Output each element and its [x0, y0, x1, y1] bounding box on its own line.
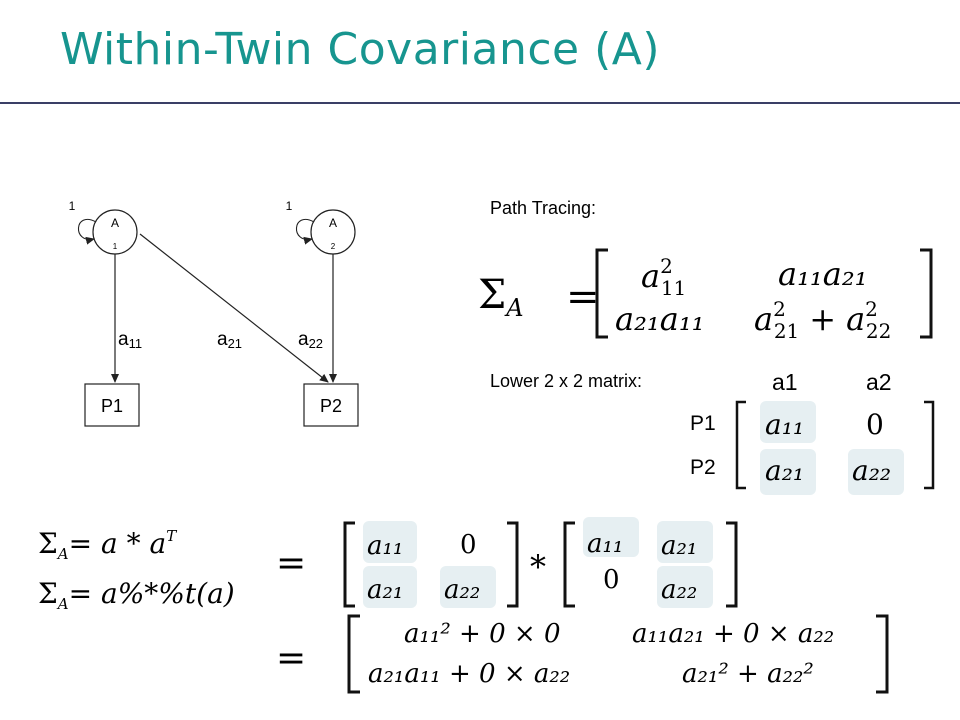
product-right-r1c1: a₁₁	[587, 529, 623, 559]
pt-cell-r1c2: a₁₁a₂₁	[778, 255, 867, 293]
product-right-matrix-right-bracket	[726, 521, 738, 608]
lower-cell-r1c2: 0	[866, 408, 884, 441]
product-right-matrix-left-bracket	[563, 521, 575, 608]
latent-a2-index: 2	[331, 242, 336, 251]
latent-a1-variance-loop	[77, 219, 97, 245]
lower-cell-a11-highlight	[760, 401, 816, 443]
observed-p2-box	[303, 383, 359, 427]
result-r1c2: a₁₁a₂₁ + 0 × a₂₂	[632, 619, 834, 649]
lower-cell-r2c1: a₂₁	[765, 454, 804, 487]
path-a11-label: a11	[118, 329, 142, 351]
result-right-bracket	[876, 614, 889, 694]
latent-a1-index: 1	[113, 242, 118, 251]
observed-p2-label: P2	[320, 396, 342, 416]
product-left-matrix-left-bracket	[343, 521, 355, 608]
col-header-a1: a1	[772, 369, 798, 395]
product-right-a21-highlight	[657, 521, 713, 563]
product-right-a11-highlight	[583, 517, 639, 557]
lower-cell-a22-highlight	[848, 449, 904, 495]
slide-title: Within-Twin Covariance (A)	[60, 24, 661, 75]
result-r2c1: a₂₁a₁₁ + 0 × a₂₂	[368, 659, 570, 689]
col-header-a2: a2	[866, 369, 892, 395]
lower-cell-r1c1: a₁₁	[765, 408, 804, 441]
lower-cell-r2c2: a₂₂	[852, 454, 891, 487]
product-right-r1c2: a₂₁	[661, 531, 697, 561]
result-r2c2: a₂₁² + a₂₂²	[682, 659, 814, 689]
observed-p1-label: P1	[101, 396, 123, 416]
path-tracing-left-bracket	[595, 248, 608, 339]
product-equals-2: =	[276, 638, 306, 679]
result-left-bracket	[347, 614, 360, 694]
lower-cell-a21-highlight	[760, 449, 816, 495]
row-header-p2: P2	[690, 456, 716, 479]
product-right-r2c2: a₂₂	[661, 575, 697, 605]
equals-sign: =	[566, 274, 600, 320]
path-diagram: A 1 1 A 2 1 P1 P2 a11 a21 a22	[69, 199, 359, 427]
product-right-r2c1: 0	[603, 565, 620, 595]
product-left-a11-highlight	[363, 521, 417, 563]
path-a22-label: a22	[298, 329, 323, 351]
product-section: = a₁₁ 0 a₂₁ a₂₂ * a₁₁ a₂₁ 0 a₂₂ = a₁₁² +…	[276, 517, 889, 694]
path-tracing-right-bracket	[920, 248, 933, 339]
lower-matrix-heading: Lower 2 x 2 matrix:	[490, 371, 642, 391]
observed-p1-box	[84, 383, 140, 427]
path-a21-label: a21	[217, 329, 242, 351]
product-times: *	[530, 548, 546, 586]
product-left-r2c2: a₂₂	[444, 575, 480, 605]
product-equals-1: =	[276, 543, 306, 584]
product-left-r2c1: a₂₁	[367, 575, 403, 605]
title-divider	[0, 102, 960, 104]
product-left-a22-highlight	[440, 566, 496, 608]
latent-a2-variance: 1	[286, 199, 293, 213]
pt-cell-r2c1: a₂₁a₁₁	[615, 300, 704, 338]
product-right-a22-highlight	[657, 566, 713, 608]
lower-matrix-left-bracket	[735, 400, 746, 490]
product-left-r1c2: 0	[460, 530, 477, 560]
latent-a1-label: A	[111, 216, 119, 230]
product-left-r1c1: a₁₁	[367, 531, 403, 561]
product-left-matrix-right-bracket	[507, 521, 519, 608]
row-header-p1: P1	[690, 412, 716, 435]
lower-matrix-right-bracket	[924, 400, 935, 490]
formula-section: ΣA= a * aT ΣA= a%*%t(a)	[38, 527, 235, 613]
latent-a2-variance-loop	[295, 219, 315, 245]
result-r1c1: a₁₁² + 0 × 0	[404, 619, 560, 649]
lower-matrix-section: Lower 2 x 2 matrix: a1 a2 P1 P2 a₁₁ 0 a₂…	[490, 369, 935, 495]
sigma-a-symbol: ΣA	[478, 272, 524, 322]
path-tracing-heading: Path Tracing:	[490, 198, 596, 218]
formula-line-2: ΣA= a%*%t(a)	[38, 577, 235, 613]
formula-line-1: ΣA= a * aT	[38, 527, 177, 563]
latent-a1-variance: 1	[69, 199, 76, 213]
product-left-a21-highlight	[363, 566, 417, 608]
path-a21-arrow	[139, 233, 329, 383]
latent-a2-label: A	[329, 216, 337, 230]
